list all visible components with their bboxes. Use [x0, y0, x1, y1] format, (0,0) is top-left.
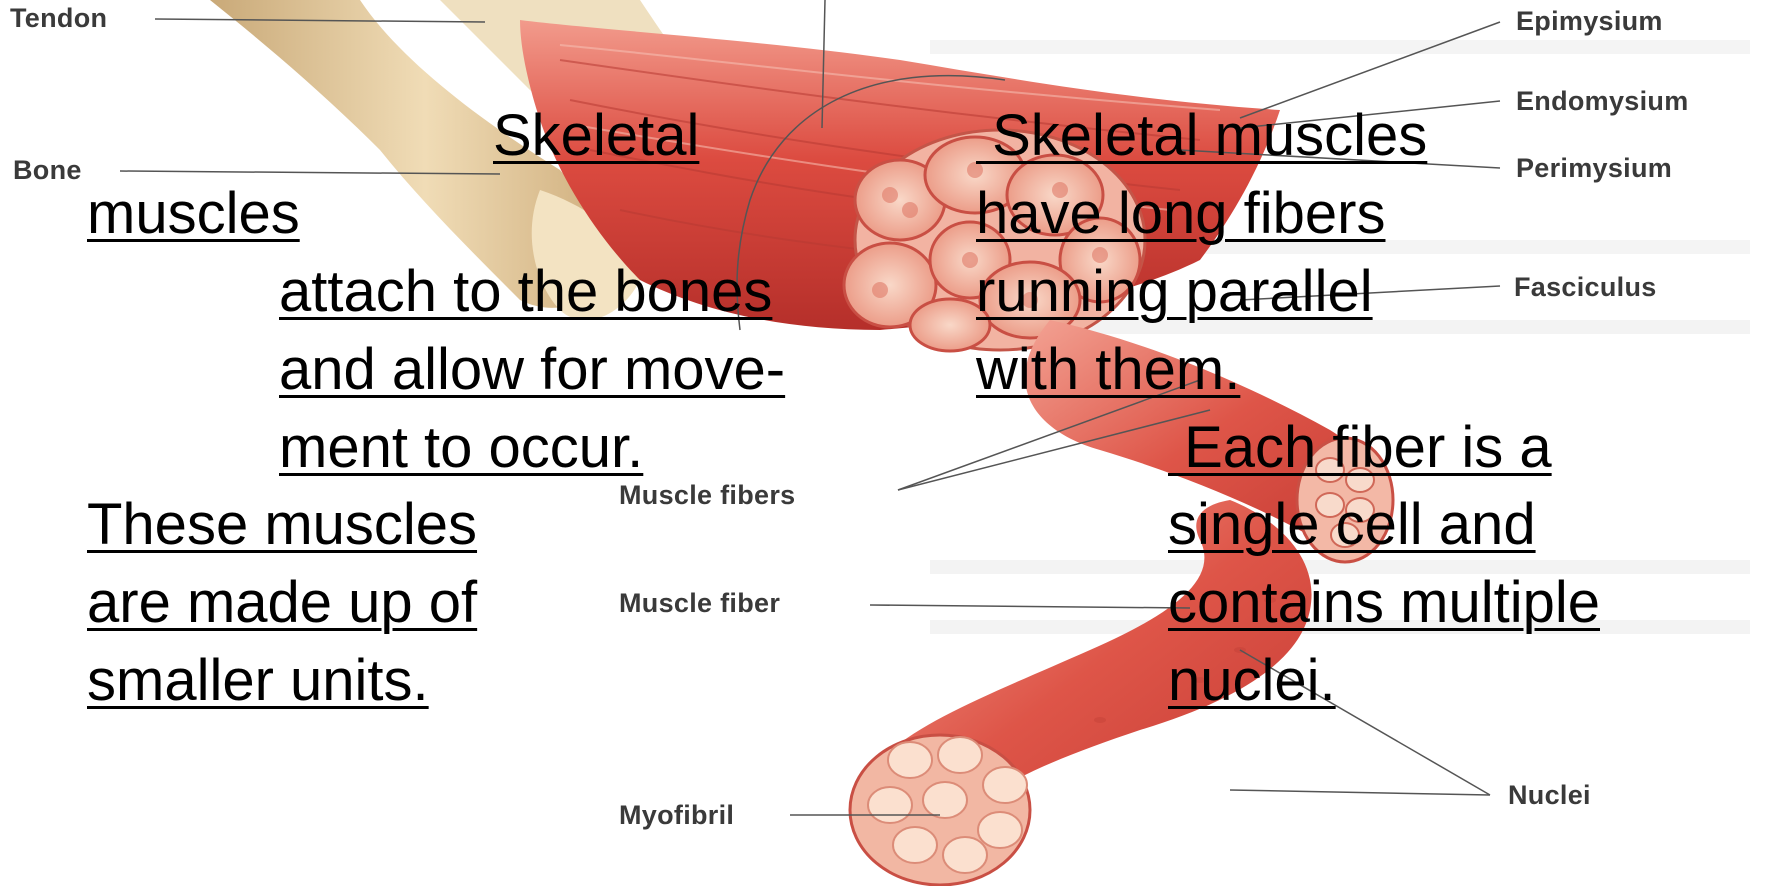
overlay-left-line-3: attach to the bones [279, 253, 772, 331]
overlay-left-line-7: are made up of [87, 564, 477, 642]
label-myofibril: Myofibril [619, 800, 734, 831]
label-tendon: Tendon [10, 3, 107, 34]
label-muscle-fiber: Muscle fiber [619, 588, 780, 619]
overlay-right-line-2: have long fibers [976, 175, 1385, 253]
label-perimysium: Perimysium [1516, 153, 1672, 184]
label-epimysium: Epimysium [1516, 6, 1663, 37]
label-fasciculus: Fasciculus [1514, 272, 1657, 303]
label-bone: Bone [13, 155, 82, 186]
overlay-left-line-6: These muscles [87, 486, 477, 564]
overlay-right-line-1: Skeletal muscles [976, 97, 1427, 175]
label-muscle-fibers: Muscle fibers [619, 480, 795, 511]
overlay-left-line-8: smaller units. [87, 642, 429, 720]
overlay-right-line-5: Each fiber is a [1168, 409, 1552, 487]
overlay-right-line-7: contains multiple [1168, 564, 1600, 642]
myofibril-cross-section [850, 735, 1030, 885]
overlay-left-line-4: and allow for move- [279, 331, 785, 409]
overlay-right-line-3: running parallel [976, 253, 1373, 331]
overlay-left-line-1: Skeletal [493, 97, 699, 175]
label-endomysium: Endomysium [1516, 86, 1689, 117]
overlay-right-line-4: with them. [976, 331, 1240, 409]
overlay-left-line-5: ment to occur. [279, 409, 643, 487]
overlay-left-line-2: muscles [87, 175, 300, 253]
overlay-right-line-8: nuclei. [1168, 642, 1336, 720]
label-nuclei: Nuclei [1508, 780, 1591, 811]
overlay-right-line-6: single cell and [1168, 486, 1536, 564]
